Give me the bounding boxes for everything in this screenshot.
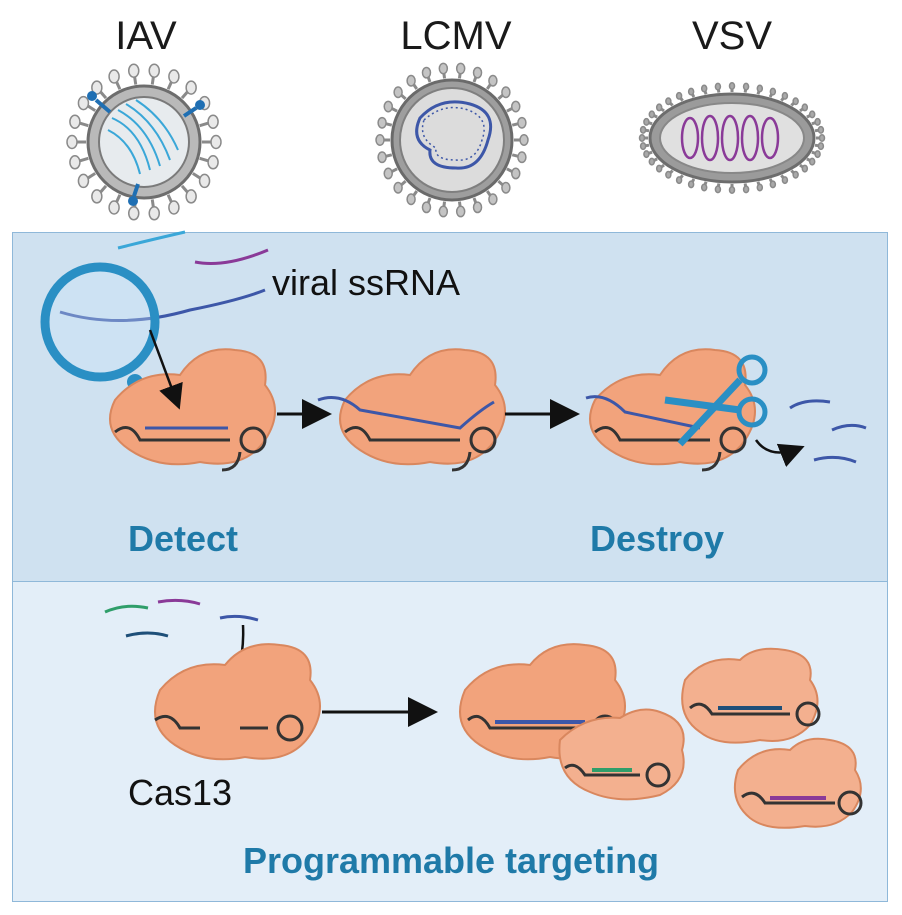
cas13-complex-navy-icon [681,647,821,744]
cas13-complex-green-icon [558,708,685,801]
viral-ssrna-strands-icon [59,230,269,322]
cas13-label: Cas13 [128,772,233,813]
release-arrow-icon [754,439,805,468]
detect-label: Detect [128,518,239,559]
cas13-protein-apo-icon [154,643,321,761]
vsv-virus-icon [638,82,826,194]
crrna-guide-icon [114,426,747,472]
viral-ssrna-label: viral ssRNA [272,262,461,303]
guide-rna-library-icon [104,598,259,638]
vsv-label: VSV [691,14,773,58]
lcmv-virus-icon [375,62,529,218]
cas13-protein-icon [109,348,756,466]
destroy-label: Destroy [590,518,725,559]
scissors-icon [664,354,768,447]
programmable-targeting-label: Programmable targeting [242,840,660,881]
cas13-complex-purple-icon [734,737,863,829]
iav-label: IAV [115,14,177,58]
lcmv-label: LCMV [400,14,512,58]
iav-virus-icon [66,63,222,221]
